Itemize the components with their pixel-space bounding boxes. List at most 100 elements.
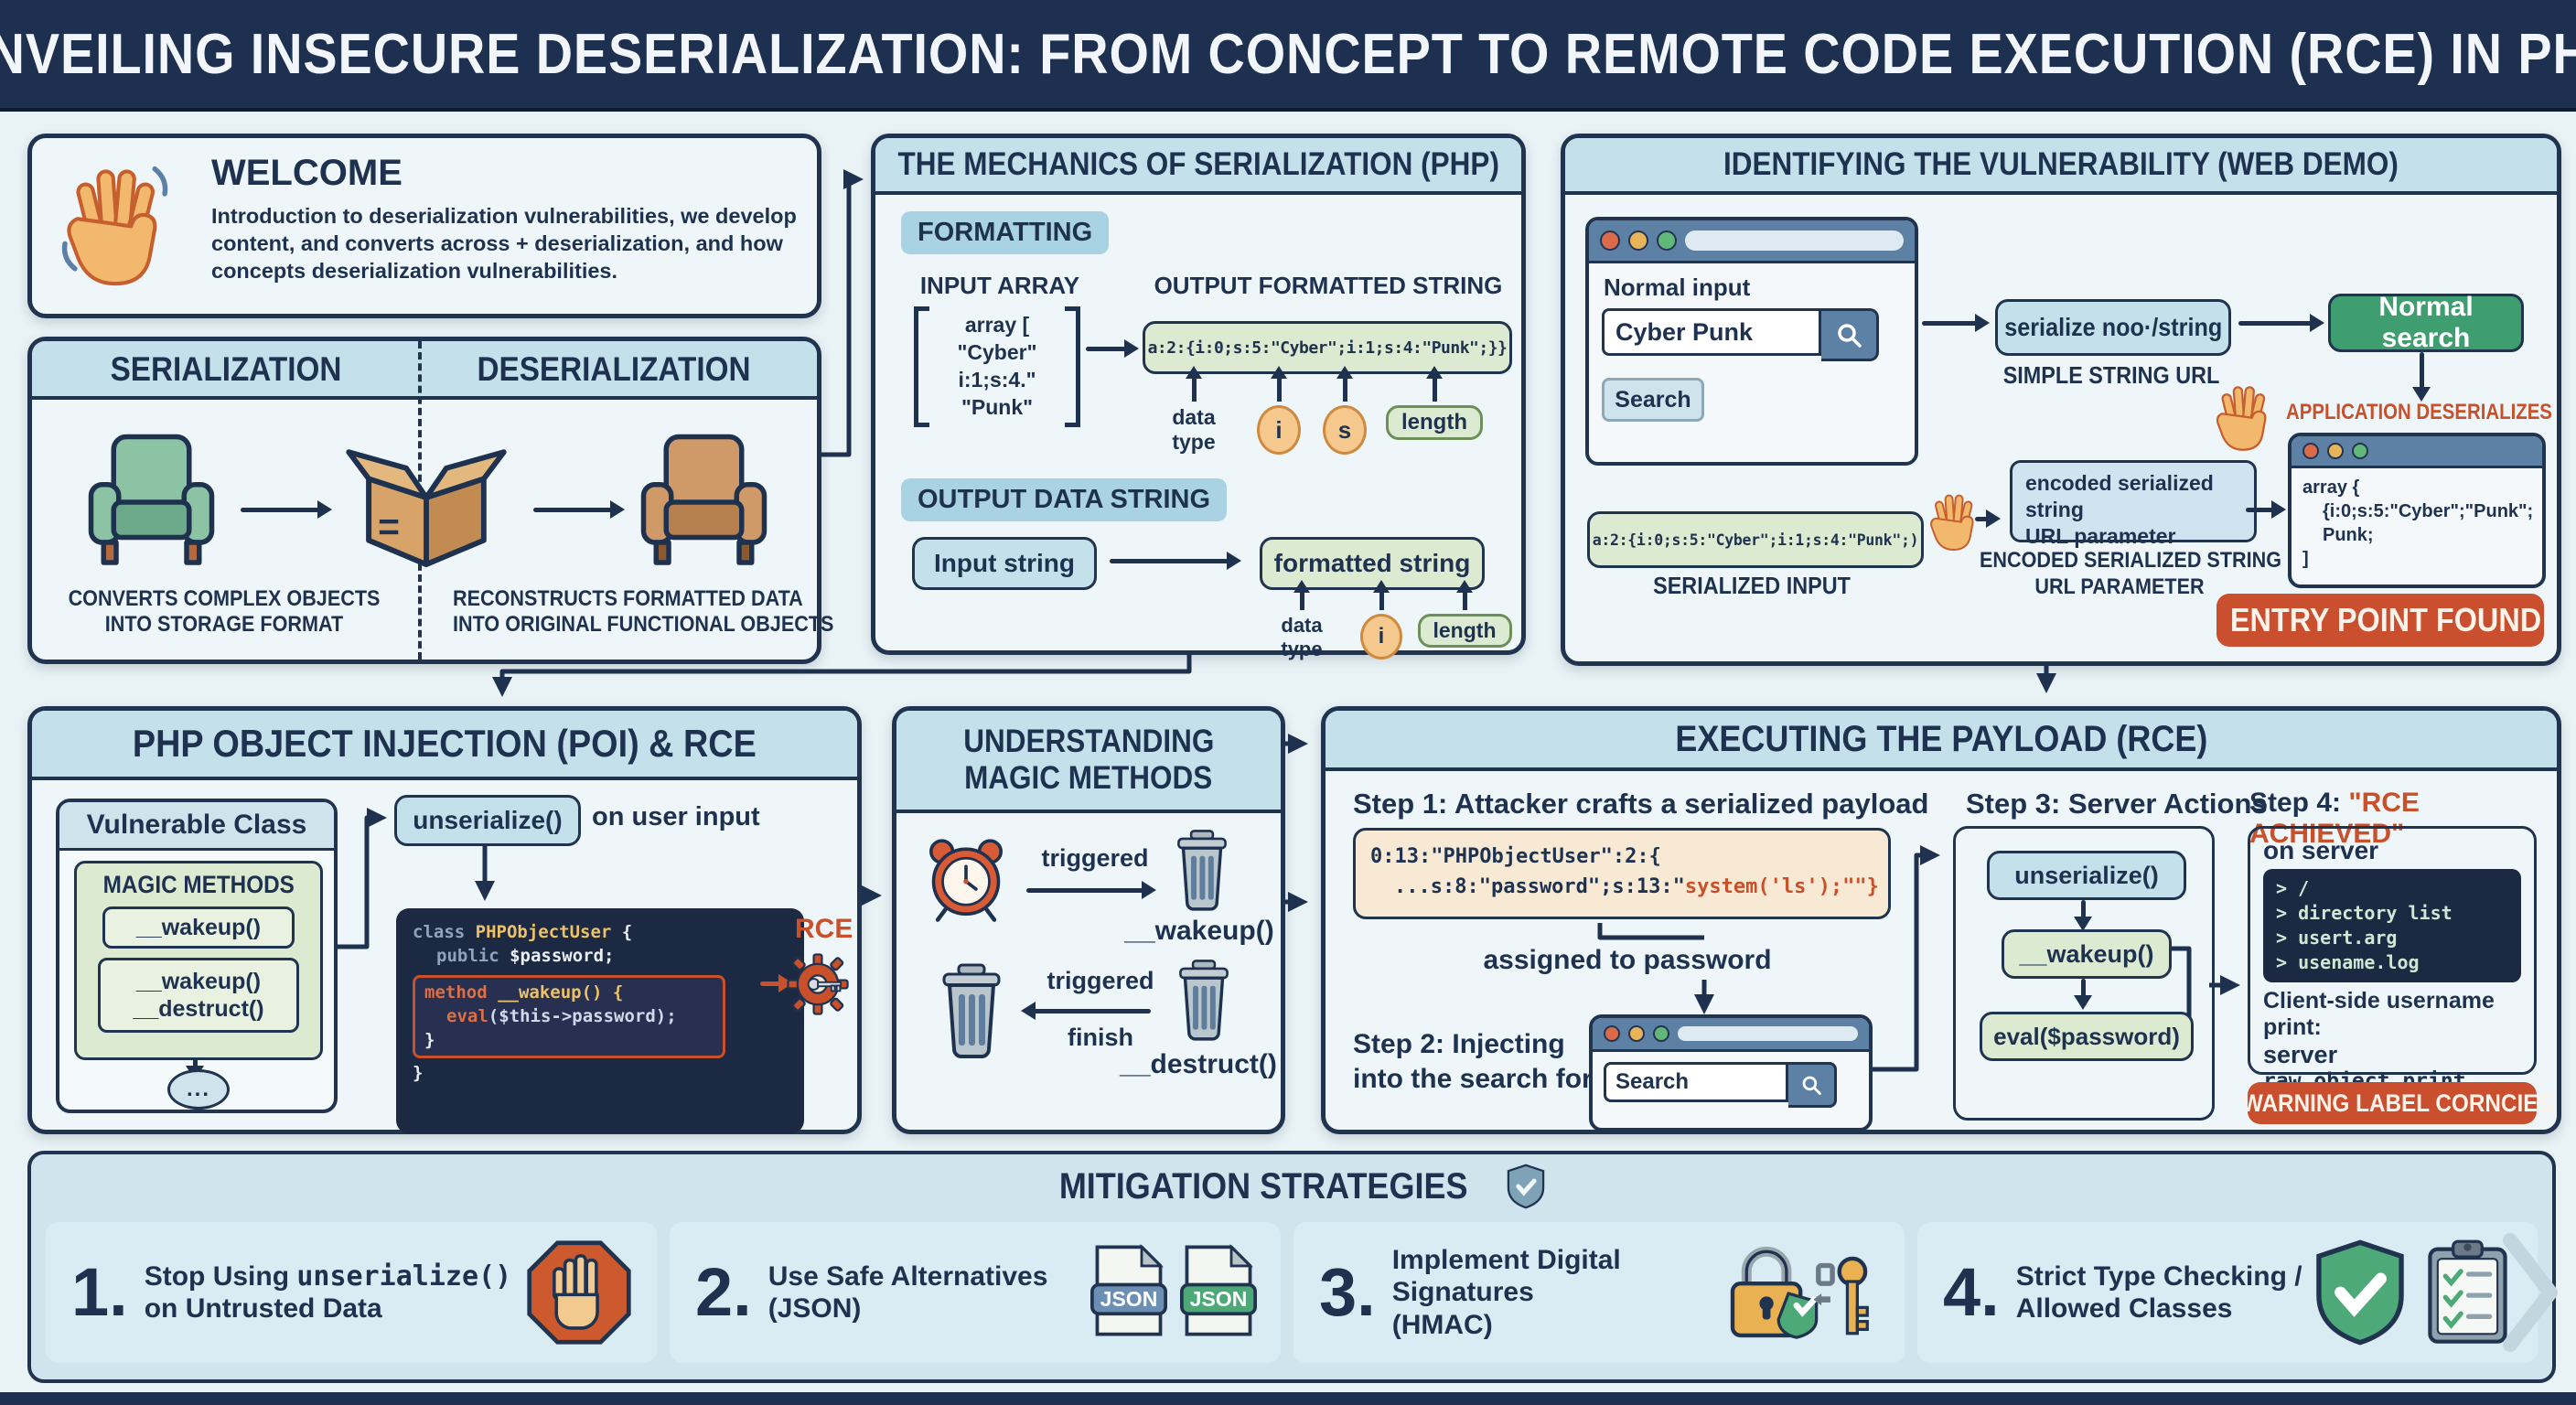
close-dot-icon [1604, 1025, 1620, 1042]
arrow-up-icon [1372, 580, 1390, 610]
shield-check-icon [2316, 1239, 2404, 1346]
item-text: Use Safe Alternatives (JSON) [767, 1260, 1048, 1324]
gear-key-icon [784, 950, 852, 1023]
arrow-down-icon [2074, 900, 2092, 931]
serialize-string-pill: serialize noo·/string [1995, 299, 2231, 356]
search-button[interactable]: Search [1602, 378, 1704, 422]
assigned-to-password-label: assigned to password [1483, 945, 1772, 975]
item-text: Strict Type Checking / Allowed Classes [2015, 1260, 2302, 1324]
arrow-down-icon [186, 1058, 204, 1080]
trash-icon [1164, 958, 1244, 1048]
warning-badge: WARNING LABEL CORNCIES [2242, 1082, 2553, 1124]
arrow-right-icon [1110, 552, 1241, 570]
arrow-right-icon [2246, 500, 2286, 519]
serialization-panel: SERIALIZATION DESERIALIZATION [27, 337, 834, 664]
identifying-title: IDENTIFYING THE VULNERABILITY (WEB DEMO) [1723, 146, 2399, 182]
armchair-brown-icon [628, 422, 779, 577]
mitigation-title: MITIGATION STRATEGIES [1058, 1165, 1468, 1207]
cardboard-box-icon [339, 413, 513, 582]
application-deserializes-label: APPLICATION DESERIALIZES [2286, 400, 2552, 424]
destruct-method-label: __destruct() [1120, 1049, 1277, 1079]
length-annotation: length [1417, 580, 1512, 648]
simple-string-caption: SIMPLE STRING URL [2002, 361, 2220, 389]
php-code-block: class PHPObjectUser { public $password; … [396, 908, 804, 1133]
wakeup-pill: __wakeup() [2002, 929, 2172, 979]
triggered-label: triggered [1046, 967, 1154, 994]
waving-hand-icon [56, 156, 184, 298]
eval-password-pill: eval($password) [1980, 1012, 2194, 1061]
shield-check-icon [1507, 1164, 1545, 1209]
output-data-badge: OUTPUT DATA STRING [901, 478, 1228, 521]
deserialization-title: DESERIALIZATION [477, 350, 751, 388]
stop-hand-icon [525, 1239, 633, 1346]
raised-hand-icon [2211, 374, 2281, 465]
search-submit-button[interactable] [1788, 1062, 1837, 1108]
search-input[interactable]: Cyber Punk [1602, 308, 1821, 356]
int-type-annotation: i [1358, 580, 1404, 660]
length-annotation: length [1384, 366, 1485, 440]
arrow-right-icon [1026, 881, 1156, 899]
checklist-clipboard-icon [2428, 1239, 2507, 1344]
mechanics-panel: THE MECHANICS OF SERIALIZATION (PHP) FOR… [871, 134, 1526, 660]
serialized-output-pill: a:2:{i:0;s:5:"Cyber";i:1;s:4:"Punk";}} [1143, 321, 1512, 374]
deserialized-array-output: array { {i:0;s:5:"Cyber";"Punk"; Punk; ] [2302, 477, 2534, 569]
welcome-panel: WELCOME Introduction to deserialization … [27, 134, 821, 318]
mitigation-card-2: 2. Use Safe Alternatives (JSON) JSON [670, 1222, 1281, 1363]
step2-label: Step 2: Injecting into the search form [1353, 1029, 1617, 1094]
arrow-right-icon [1975, 509, 2001, 528]
magic-methods-title: MAGIC METHODS [102, 871, 295, 898]
deserialization-caption: RECONSTRUCTS FORMATTED DATA INTO ORIGINA… [453, 586, 834, 637]
search-input[interactable]: Search [1604, 1062, 1788, 1102]
arrow-right-icon [1922, 314, 1990, 332]
url-bar[interactable] [1685, 231, 1904, 251]
arrow-left-icon [1021, 1002, 1151, 1020]
encoded-string-caption: ENCODED SERIALIZED STRING URL PARAMETER [1980, 548, 2282, 599]
payload-code-box: 0:13:"PHPObjectUser":2:{ ...s:8:"passwor… [1353, 828, 1891, 919]
arrow-right-icon [1086, 339, 1139, 358]
attack-browser-window: Search [1589, 1014, 1873, 1132]
step1-label: Step 1: Attacker crafts a serialized pay… [1353, 788, 1929, 820]
arrow-right-icon [2238, 314, 2324, 332]
server-actions-box: unserialize() __wakeup() eval($password) [1953, 826, 2215, 1121]
search-submit-button[interactable] [1821, 308, 1879, 361]
serialization-title: SERIALIZATION [110, 350, 342, 388]
maximize-dot-icon [2352, 443, 2368, 459]
arrow-up-icon [1336, 366, 1353, 402]
minimize-dot-icon [2327, 443, 2344, 459]
trash-icon [1162, 828, 1242, 918]
arrow-down-icon [2074, 979, 2092, 1010]
serialization-caption: CONVERTS COMPLEX OBJECTS INTO STORAGE FO… [68, 586, 381, 637]
chevron-right-icon [2503, 1233, 2558, 1352]
result-browser-window: array { {i:0;s:5:"Cyber";"Punk"; Punk; ] [2288, 433, 2546, 588]
item-text: Stop Using unserialize() on Untrusted Da… [144, 1260, 512, 1324]
vulnerable-class-title: Vulnerable Class [59, 802, 334, 851]
welcome-heading: WELCOME [211, 153, 402, 193]
mitigation-bar: MITIGATION STRATEGIES 1. Stop Using unse… [27, 1151, 2558, 1383]
client-print-label: Client-side username print: [2263, 988, 2495, 1040]
minimize-dot-icon[interactable] [1628, 231, 1648, 251]
unserialize-pill: unserialize() [394, 795, 581, 846]
maximize-dot-icon[interactable] [1657, 231, 1677, 251]
json-file-icon: JSON [1090, 1243, 1167, 1343]
step3-label: Step 3: Server Actions [1966, 788, 2268, 820]
search-icon [1838, 324, 1862, 348]
arrow-up-icon [1185, 366, 1202, 402]
item-number: 1. [71, 1253, 128, 1330]
triggered-label: triggered [1041, 844, 1149, 872]
arrow-up-icon [1270, 366, 1287, 402]
executing-title: EXECUTING THE PAYLOAD (RCE) [1674, 718, 2208, 759]
search-field-group: Search [1604, 1062, 1837, 1108]
ellipsis-node: ... [167, 1069, 230, 1110]
wakeup-destruct-pill: __wakeup() __destruct() [98, 958, 299, 1033]
minimize-dot-icon [1628, 1025, 1645, 1042]
normal-search-button[interactable]: Normal search [2328, 292, 2524, 353]
identifying-panel: IDENTIFYING THE VULNERABILITY (WEB DEMO)… [1561, 134, 2561, 666]
close-dot-icon[interactable] [1600, 231, 1620, 251]
normal-input-label: Normal input [1604, 273, 1751, 301]
search-icon [1802, 1076, 1821, 1095]
poi-title: PHP OBJECT INJECTION (POI) & RCE [133, 722, 757, 765]
poi-panel: PHP OBJECT INJECTION (POI) & RCE Vulnera… [27, 706, 862, 1134]
url-bar [1678, 1026, 1858, 1041]
item-number: 4. [1943, 1253, 2000, 1330]
datatype-annotation: data type [1258, 580, 1346, 661]
